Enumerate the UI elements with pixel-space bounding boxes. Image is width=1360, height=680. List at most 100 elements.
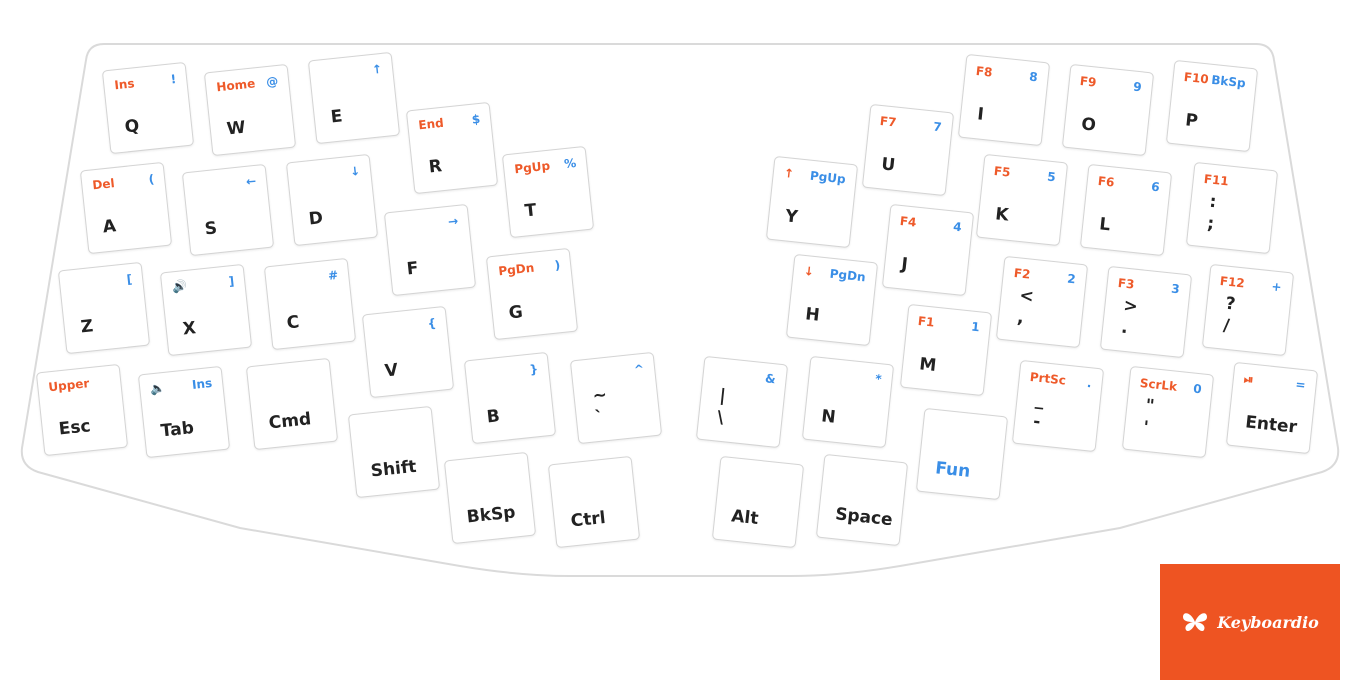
key-v-num-label: { — [426, 315, 437, 331]
key-v[interactable]: {V — [361, 305, 455, 399]
key-s-label: S — [203, 218, 219, 240]
key-pipe[interactable]: &|\ — [695, 355, 789, 449]
key-d-label: D — [307, 208, 325, 230]
key-ctrl[interactable]: Ctrl — [547, 455, 641, 549]
key-h-num-label: PgDn — [829, 266, 867, 285]
key-l-label: L — [1098, 214, 1112, 236]
key-alt[interactable]: Alt — [711, 455, 805, 549]
key-j-num-label: 4 — [952, 219, 963, 235]
key-u-num-label: 7 — [932, 119, 943, 135]
key-q[interactable]: Ins!Q — [101, 61, 195, 155]
key-tab-num-label: Ins — [191, 375, 213, 392]
key-t[interactable]: PgUp%T — [501, 145, 595, 239]
key-bksp-label: BkSp — [465, 502, 517, 528]
key-n-label: N — [820, 406, 837, 428]
key-quote-shift-symbol: " — [1144, 395, 1156, 417]
key-cmd[interactable]: Cmd — [245, 357, 339, 451]
key-minus-fn-label: PrtSc — [1029, 369, 1067, 388]
key-minus-num-label: . — [1086, 375, 1093, 391]
key-w-num-label: @ — [265, 73, 279, 90]
key-p-num-label: BkSp — [1210, 72, 1247, 91]
key-r[interactable]: End$R — [405, 101, 499, 195]
key-a[interactable]: Del(A — [79, 161, 173, 255]
key-e[interactable]: ↑E — [307, 51, 401, 145]
key-z-label: Z — [79, 316, 95, 338]
key-f[interactable]: →F — [383, 203, 477, 297]
key-c[interactable]: #C — [263, 257, 357, 351]
key-k-fn-label: F5 — [993, 163, 1012, 180]
key-enter-num-label: = — [1294, 377, 1307, 393]
key-quote-symbol: ' — [1142, 417, 1150, 438]
key-x-fn-label: 🔊 — [171, 278, 189, 295]
key-j-fn-label: F4 — [899, 213, 918, 230]
key-f-num-label: → — [447, 213, 459, 229]
key-space[interactable]: Space — [815, 453, 909, 547]
key-semicolon-shift-symbol: : — [1208, 191, 1218, 213]
key-z[interactable]: [Z — [57, 261, 151, 355]
key-c-label: C — [285, 312, 301, 334]
key-w-fn-label: Home — [215, 76, 256, 95]
key-m-fn-label: F1 — [917, 313, 936, 330]
key-l-fn-label: F6 — [1097, 173, 1116, 190]
key-pipe-symbol: \ — [716, 407, 725, 429]
key-semicolon[interactable]: F11:; — [1185, 161, 1279, 255]
key-p-fn-label: F10 — [1183, 69, 1210, 87]
key-tab-fn-label: 🔈 — [149, 380, 167, 397]
key-pipe-shift-symbol: | — [718, 385, 727, 407]
key-n[interactable]: *N — [801, 355, 895, 449]
key-shift[interactable]: Shift — [347, 405, 441, 499]
key-m-label: M — [918, 354, 938, 377]
key-h-fn-label: ↓ — [803, 263, 815, 279]
key-minus-shift-symbol: _ — [1034, 389, 1046, 411]
key-o-label: O — [1080, 114, 1097, 136]
key-x[interactable]: 🔊]X — [159, 263, 253, 357]
key-grave[interactable]: ^~` — [569, 351, 663, 445]
key-quote[interactable]: ScrLk 0 "' — [1121, 365, 1215, 459]
key-e-label: E — [329, 106, 344, 128]
key-grave-num-label: ^ — [633, 361, 645, 377]
key-w[interactable]: Home @ W — [203, 63, 297, 157]
key-g[interactable]: PgDn)G — [485, 247, 579, 341]
logo-brand-text: Keyboardio — [1217, 612, 1319, 632]
key-period-num-label: 3 — [1170, 281, 1181, 297]
key-quote-num-label: 0 — [1192, 381, 1203, 397]
key-bksp[interactable]: BkSp — [443, 451, 537, 545]
key-k-num-label: 5 — [1046, 169, 1057, 185]
key-enter[interactable]: ⏯=Enter — [1225, 361, 1319, 455]
key-minus[interactable]: PrtSc. _- — [1011, 359, 1105, 453]
key-j-label: J — [900, 254, 909, 275]
key-b[interactable]: }B — [463, 351, 557, 445]
key-z-num-label: [ — [125, 271, 133, 287]
key-slash-num-label: + — [1270, 279, 1283, 295]
key-a-fn-label: Del — [91, 176, 116, 193]
key-minus-symbol: - — [1032, 411, 1042, 433]
key-comma-fn-label: F2 — [1013, 265, 1032, 282]
key-u-label: U — [880, 154, 897, 176]
key-r-num-label: $ — [471, 111, 481, 127]
key-d[interactable]: ↓D — [285, 153, 379, 247]
key-b-num-label: } — [528, 361, 539, 377]
key-fun[interactable]: Fun — [915, 407, 1009, 501]
key-r-label: R — [427, 156, 443, 178]
key-ctrl-label: Ctrl — [569, 507, 607, 532]
key-s[interactable]: ←S — [181, 163, 275, 257]
key-p-label: P — [1184, 110, 1199, 132]
key-w-label: W — [225, 117, 247, 140]
key-slash[interactable]: F12+?/ — [1201, 263, 1295, 357]
key-period-shift-symbol: > — [1122, 295, 1139, 318]
key-quote-fn-label: ScrLk — [1139, 375, 1178, 394]
